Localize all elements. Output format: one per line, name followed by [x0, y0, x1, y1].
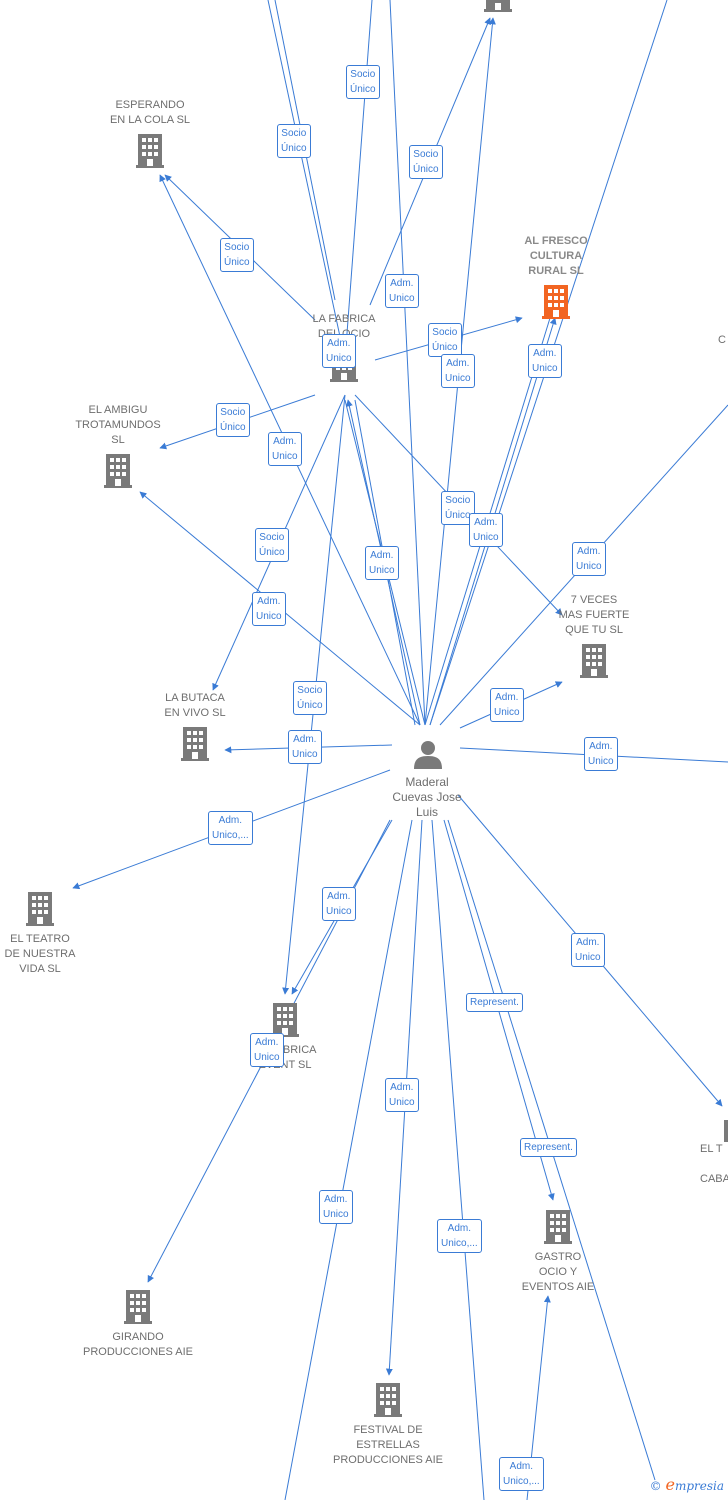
copyright-icon: © — [649, 1479, 662, 1493]
company-alfresco[interactable]: AL FRESCO CULTURA RURAL SL — [508, 234, 604, 321]
relation-badge[interactable]: Socio Único — [428, 323, 462, 357]
relation-badge[interactable]: Adm. Unico,... — [208, 811, 253, 845]
company-c-partial[interactable]: C — [718, 333, 728, 348]
logo-e: e — [665, 1475, 675, 1494]
relation-badge[interactable]: Adm. Unico — [584, 737, 618, 771]
building-icon — [26, 892, 54, 931]
company-label: LA BUTACA EN VIVO SL — [164, 692, 226, 719]
relation-badge[interactable]: Represent. — [466, 993, 523, 1012]
relation-badge[interactable]: Adm. Unico — [250, 1033, 284, 1067]
company-teatro[interactable]: EL TEATRO DE NUESTRA VIDA SL — [0, 892, 80, 977]
edge — [344, 0, 373, 361]
company-label: FESTIVAL DE ESTRELLAS PRODUCCIONES AIE — [332, 1424, 444, 1466]
building-icon — [181, 727, 209, 766]
building-icon — [124, 1290, 152, 1329]
company-label: EL AMBIGU TROTAMUNDOS SL — [75, 404, 161, 446]
edge — [284, 819, 413, 1500]
relation-badge[interactable]: Socio Único — [216, 403, 250, 437]
edge — [267, 0, 346, 361]
person-label[interactable]: Maderal Cuevas Jose Luis — [392, 775, 462, 819]
relation-badge[interactable]: Adm. Unico — [268, 432, 302, 466]
watermark-text: mpresia — [674, 1479, 724, 1493]
watermark-logo: © empresia — [650, 1475, 724, 1494]
building-icon — [580, 644, 608, 683]
company-label: 7 VECES MAS FUERTE QUE TU SL — [558, 594, 630, 636]
company-esperando[interactable]: ESPERANDO EN LA COLA SL — [90, 98, 210, 170]
company-label: GIRANDO PRODUCCIONES AIE — [82, 1331, 194, 1358]
person-icon[interactable] — [414, 739, 442, 774]
relation-badge[interactable]: Socio Único — [346, 65, 380, 99]
relation-badge[interactable]: Adm. Unico — [385, 274, 419, 308]
company-ambigu[interactable]: EL AMBIGU TROTAMUNDOS SL — [66, 403, 170, 490]
relation-badge[interactable]: Adm. Unico — [528, 344, 562, 378]
relation-badge[interactable]: Socio Único — [255, 528, 289, 562]
relation-badge[interactable]: Adm. Unico — [490, 688, 524, 722]
relation-badge[interactable]: Socio Único — [441, 491, 475, 525]
edge — [431, 819, 485, 1500]
building-icon — [374, 1383, 402, 1422]
company-sieteveces[interactable]: 7 VECES MAS FUERTE QUE TU SL — [548, 593, 640, 680]
relation-badge[interactable]: Adm. Unico,... — [437, 1219, 482, 1253]
company-label: C — [718, 334, 726, 346]
edge — [389, 0, 426, 726]
relation-badge[interactable]: Adm. Unico — [572, 542, 606, 576]
company-girando[interactable]: GIRANDO PRODUCCIONES AIE — [74, 1290, 202, 1360]
relation-badge[interactable]: Adm. Unico — [319, 1190, 353, 1224]
relation-badge[interactable]: Adm. Unico — [441, 354, 475, 388]
relation-badge[interactable]: Represent. — [520, 1138, 577, 1157]
relation-badge[interactable]: Socio Único — [409, 145, 443, 179]
company-butaca[interactable]: LA BUTACA EN VIVO SL — [150, 691, 240, 763]
company-label: ESPERANDO EN LA COLA SL — [109, 99, 191, 126]
relation-badge[interactable]: Adm. Unico — [322, 334, 356, 368]
building-icon — [104, 454, 132, 493]
building-icon — [136, 134, 164, 173]
relation-badge[interactable]: Adm. Unico — [571, 933, 605, 967]
building-icon — [544, 1210, 572, 1249]
relation-badge[interactable]: Adm. Unico,... — [499, 1457, 544, 1491]
company-label: GASTRO OCIO Y EVENTOS AIE — [521, 1251, 595, 1293]
relation-badge[interactable]: Adm. Unico — [385, 1078, 419, 1112]
company-festival[interactable]: FESTIVAL DE ESTRELLAS PRODUCCIONES AIE — [326, 1383, 450, 1468]
company-elt-partial[interactable]: EL T CABA — [700, 1120, 728, 1187]
relation-badge[interactable]: Socio Único — [220, 238, 254, 272]
relation-badge[interactable]: Adm. Unico — [365, 546, 399, 580]
relation-badge[interactable]: Adm. Unico — [288, 730, 322, 764]
relation-badge[interactable]: Socio Único — [293, 681, 327, 715]
building-icon — [271, 1003, 299, 1042]
relation-badge[interactable]: Socio Único — [277, 124, 311, 158]
relation-badge[interactable]: Adm. Unico — [469, 513, 503, 547]
building-icon — [724, 1120, 728, 1142]
building-icon-highlight — [542, 285, 570, 324]
company-label: AL FRESCO CULTURA RURAL SL — [524, 235, 588, 277]
building-icon — [484, 0, 512, 17]
company-label: EL T CABA — [700, 1143, 728, 1185]
company-gastro[interactable]: GASTRO OCIO Y EVENTOS AIE — [512, 1210, 604, 1295]
company-label: EL TEATRO DE NUESTRA VIDA SL — [4, 933, 76, 975]
relation-badge[interactable]: Adm. Unico — [252, 592, 286, 626]
relation-badge[interactable]: Adm. Unico — [322, 887, 356, 921]
